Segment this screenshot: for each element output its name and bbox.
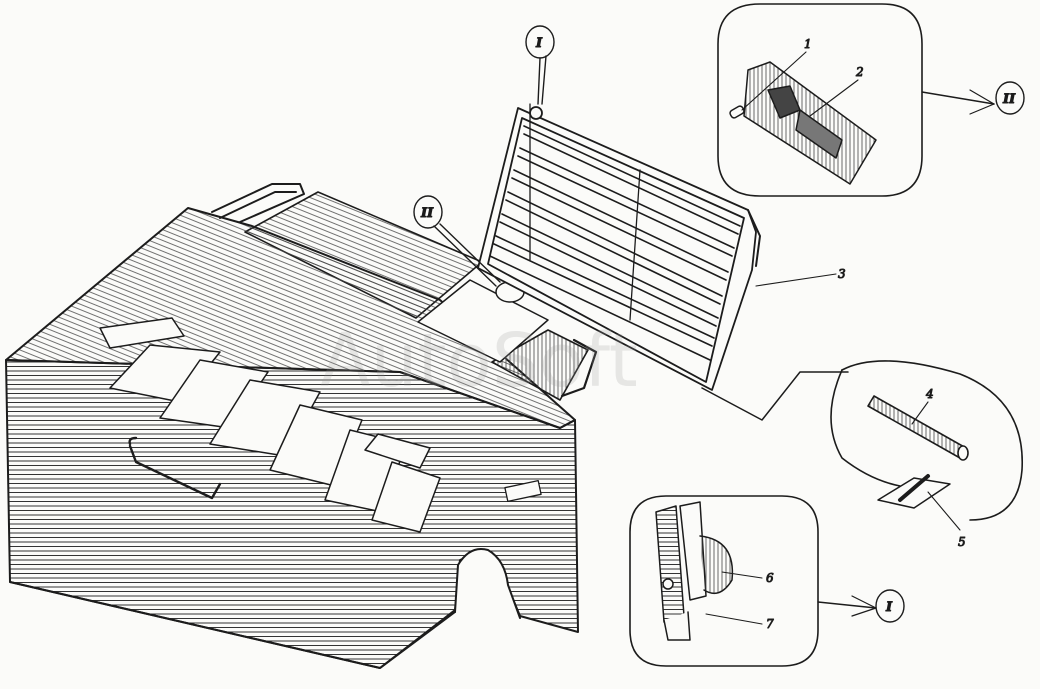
watermark: AutoSoft (320, 318, 638, 404)
front-grab-handle (128, 436, 222, 500)
side-compartment (491, 329, 598, 401)
front-louvre-panels (99, 317, 441, 533)
view-marker-II-right (995, 81, 1025, 115)
callout-7: 7 (766, 617, 774, 631)
latch-plate (729, 61, 877, 185)
cotter-plate (877, 474, 951, 509)
detail-view-I (629, 495, 877, 667)
side-nameplate (504, 479, 542, 503)
rear-support-rail (211, 183, 305, 223)
pin-rod (867, 395, 969, 461)
view-label-II-mid: II (420, 206, 434, 221)
detail-view-II (717, 3, 995, 197)
callout-leaders (705, 51, 961, 625)
view-label-I-top: I (535, 36, 543, 51)
view-label-I-bottom: I (885, 600, 893, 615)
view-marker-I-bottom (875, 589, 905, 623)
shutter-lever (655, 501, 734, 641)
view-label-II-right: II (1002, 92, 1016, 107)
callout-3: 3 (838, 267, 846, 281)
callout-4: 4 (925, 387, 934, 401)
callout-5: 5 (958, 535, 966, 549)
radiator-shutter-grille (477, 103, 761, 391)
callout-1: 1 (804, 37, 812, 51)
detail-view-pin (701, 360, 1023, 521)
view-marker-I-top (525, 25, 555, 105)
callout-2: 2 (855, 65, 864, 79)
callout-6: 6 (766, 571, 774, 585)
engine-hood-body (5, 207, 579, 669)
view-marker-II-mid (413, 195, 501, 287)
